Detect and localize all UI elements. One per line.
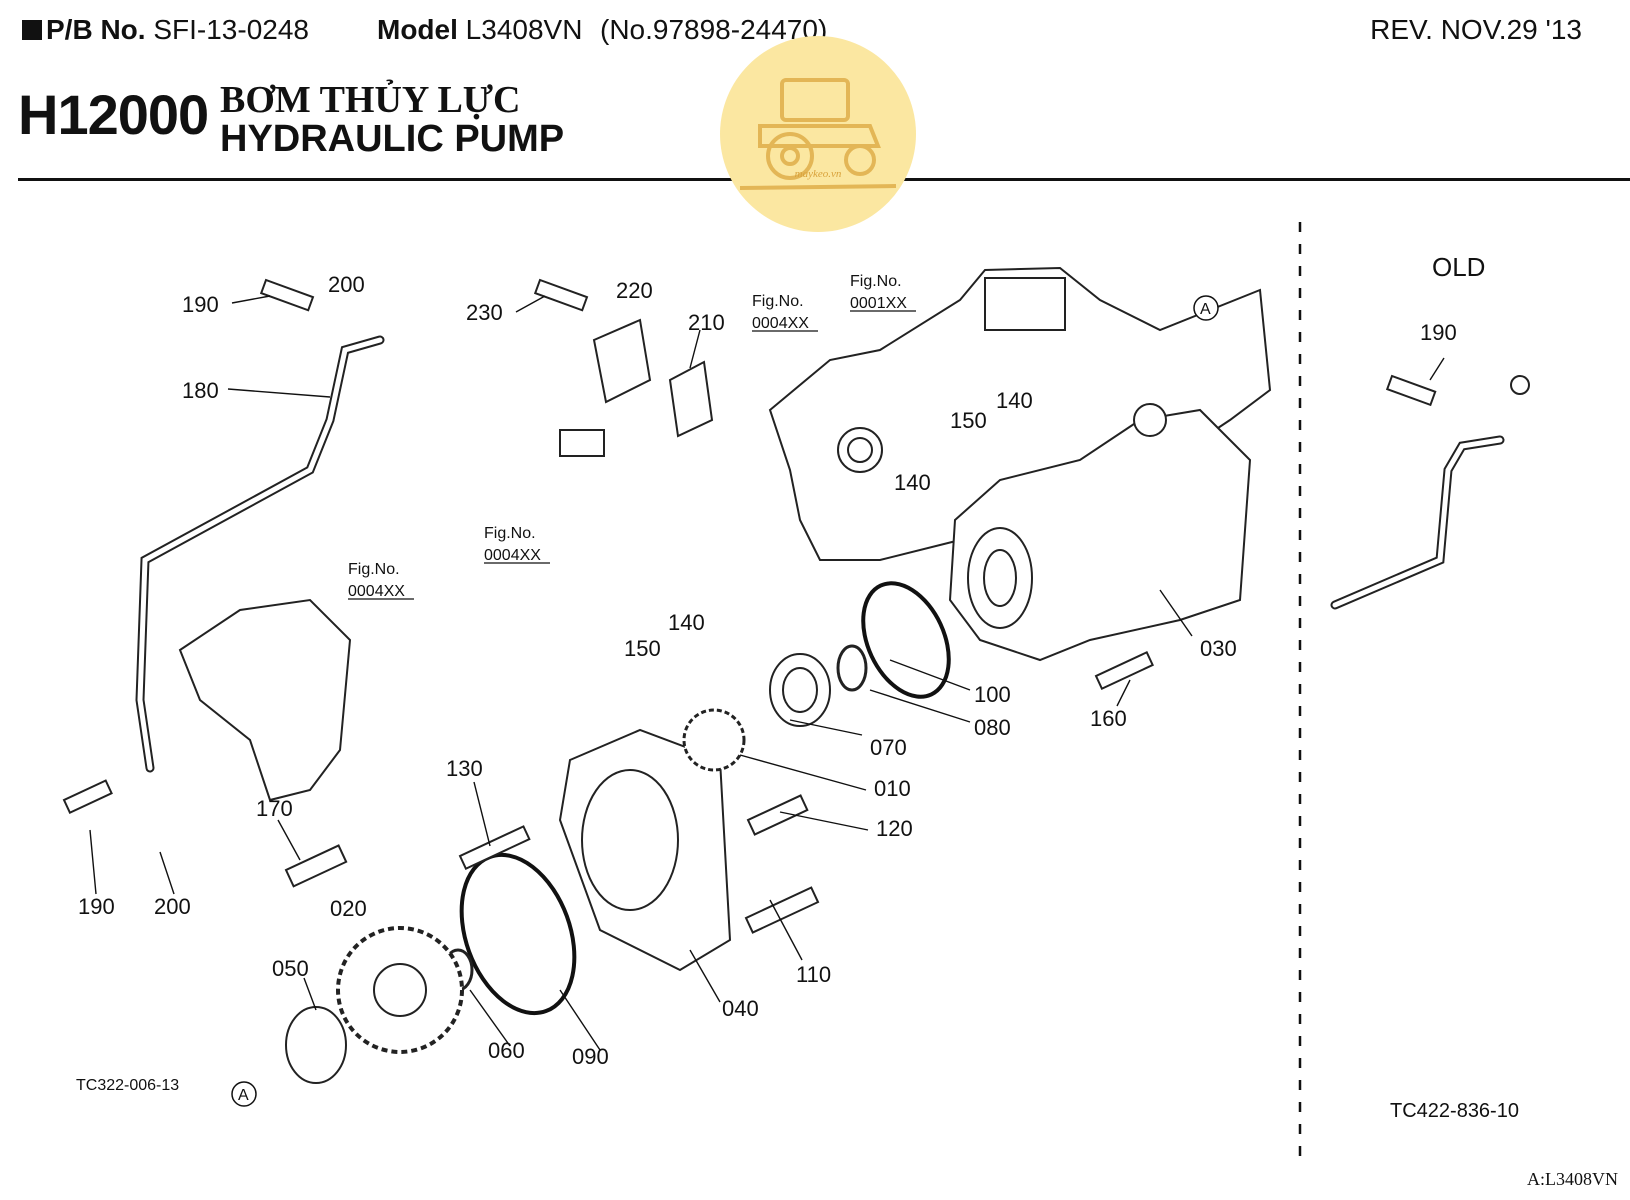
part-label: 140 — [996, 388, 1033, 413]
fig-ref-label: Fig.No. — [484, 525, 536, 542]
part-label: 130 — [446, 756, 483, 781]
part-label: 140 — [668, 610, 705, 635]
part-label: 230 — [466, 300, 503, 325]
model-value: L3408VN — [465, 14, 583, 45]
fig-ref-value: 0001XX — [850, 295, 907, 312]
old-section-title: OLD — [1432, 252, 1486, 282]
part-label: 020 — [330, 896, 367, 921]
fig-ref-value: 0004XX — [752, 315, 809, 332]
title-vietnamese: BƠM THỦY LỰC — [220, 79, 521, 121]
callout-marker: A — [1200, 301, 1211, 318]
pump-body — [948, 403, 1252, 662]
watermark-text: maykeo.vn — [794, 168, 842, 180]
part-label: 090 — [572, 1044, 609, 1069]
part-label: 040 — [722, 996, 759, 1021]
figure-references: Fig.No. 0004XX Fig.No. 0001XX Fig.No. 00… — [348, 273, 916, 600]
part-label: 200 — [154, 894, 191, 919]
part-label: 200 — [328, 272, 365, 297]
transmission-housing — [768, 266, 1272, 561]
revision-date: REV. NOV.29 '13 — [1370, 14, 1582, 45]
drive-gear-010 — [682, 708, 746, 772]
bolts — [62, 278, 1154, 934]
title-english: HYDRAULIC PUMP — [220, 118, 565, 160]
section-code: H12000 — [18, 83, 209, 146]
part-label: 030 — [1200, 636, 1237, 661]
part-label: 150 — [950, 408, 987, 433]
o-ring-090 — [459, 852, 577, 1016]
tractor-icon — [739, 78, 897, 190]
callout-marker: A — [238, 1087, 249, 1104]
adapter-plate — [178, 598, 352, 802]
footer-model-code: A:L3408VN — [1527, 1169, 1618, 1189]
old-variant-drawing: 190 — [1330, 320, 1530, 610]
pb-value: SFI-13-0248 — [153, 14, 309, 45]
part-label: 190 — [78, 894, 115, 919]
part-label: 160 — [1090, 706, 1127, 731]
part-label: 060 — [488, 1038, 525, 1063]
part-label: 150 — [624, 636, 661, 661]
part-label: 100 — [974, 682, 1011, 707]
square-bullet-icon — [22, 20, 42, 40]
part-label: 180 — [182, 378, 219, 403]
watermark-logo: maykeo.vn — [720, 36, 916, 232]
fig-ref-value: 0004XX — [484, 547, 541, 564]
old-part-label: 190 — [1420, 320, 1457, 345]
part-label: 070 — [870, 735, 907, 760]
part-label: 120 — [876, 816, 913, 841]
part-label: 010 — [874, 776, 911, 801]
fig-ref-label: Fig.No. — [850, 273, 902, 290]
model-label: Model — [377, 14, 458, 45]
model: Model L3408VN — [377, 14, 582, 46]
part-label: 110 — [796, 962, 831, 987]
fig-ref-label: Fig.No. — [348, 561, 400, 578]
part-label: 170 — [256, 796, 293, 821]
o-ring-100 — [861, 581, 951, 699]
bearing-070 — [769, 653, 831, 727]
leader-lines — [89, 295, 1193, 1051]
clamp-brackets — [559, 318, 714, 457]
part-label: 140 — [894, 470, 931, 495]
collar-050 — [285, 1006, 347, 1084]
pb-number: P/B No. SFI-13-0248 — [22, 14, 309, 46]
pb-label: P/B No. — [46, 14, 146, 45]
fig-ref-value: 0004XX — [348, 583, 405, 600]
circlip-080 — [836, 644, 868, 692]
part-label: 190 — [182, 292, 219, 317]
part-label: 220 — [616, 278, 653, 303]
gear-020 — [336, 926, 464, 1054]
callout-a-markers: A A — [231, 295, 1219, 1107]
part-label: 050 — [272, 956, 309, 981]
old-ref-code: TC422-836-10 — [1390, 1100, 1519, 1122]
fig-ref-label: Fig.No. — [752, 293, 804, 310]
part-label: 080 — [974, 715, 1011, 740]
diagram-ref-code: TC322-006-13 — [76, 1077, 179, 1094]
part-label: 210 — [688, 310, 725, 335]
part-labels: 190 200 230 220 210 180 150 140 140 140 … — [78, 272, 1237, 1069]
pump-cover — [558, 728, 732, 972]
